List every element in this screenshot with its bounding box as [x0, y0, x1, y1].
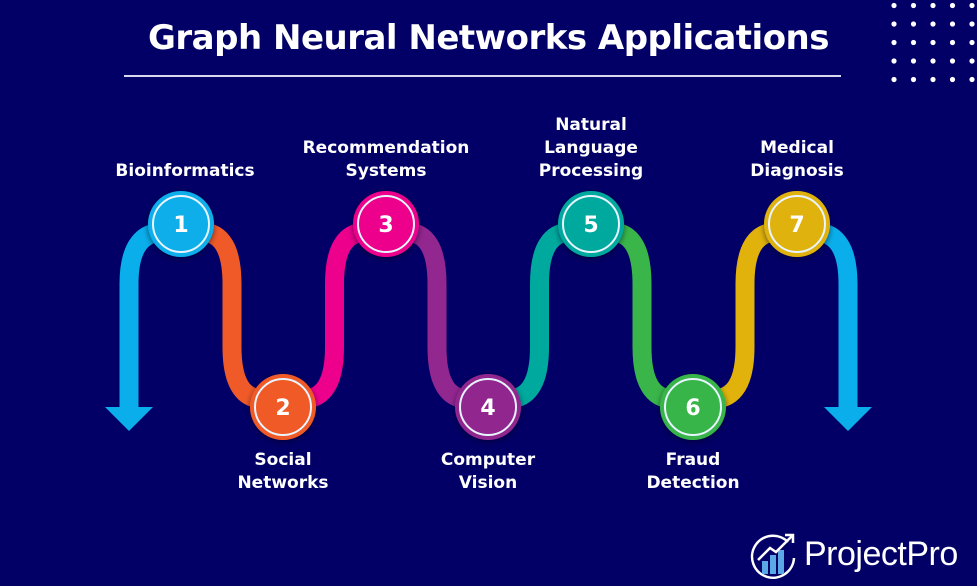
node-circle	[558, 191, 624, 257]
label-line: Bioinformatics	[115, 161, 255, 181]
title-underline	[124, 75, 841, 77]
step-nodes: 1 2 3 4 5 6 7	[148, 191, 830, 440]
dot	[910, 39, 917, 46]
end-arrow-head	[824, 407, 872, 431]
connector-4-5	[507, 222, 572, 409]
label-line: Detection	[646, 473, 740, 493]
dot	[910, 21, 917, 27]
dot	[930, 21, 936, 27]
node-ring	[562, 195, 620, 253]
dot	[910, 2, 917, 9]
dot	[930, 76, 936, 83]
dot	[969, 39, 975, 46]
dot	[969, 21, 975, 27]
connector-5-6	[610, 222, 674, 409]
label-line: Natural	[555, 115, 627, 135]
dot	[969, 76, 975, 83]
node-ring	[459, 378, 517, 436]
node-circle	[764, 191, 830, 257]
dot	[930, 58, 936, 64]
label-line: Computer	[440, 450, 536, 470]
node-ring	[357, 195, 415, 253]
step-number: 6	[685, 396, 700, 421]
dot	[949, 76, 956, 83]
node-circle	[148, 191, 214, 257]
step-number: 1	[173, 213, 188, 238]
dot	[969, 58, 975, 64]
label-line: Systems	[345, 161, 427, 181]
label-line: Social	[254, 450, 312, 470]
node-circle	[353, 191, 419, 257]
chart-growth-icon	[750, 533, 796, 579]
dot	[949, 39, 956, 46]
step-node-7: 7	[764, 191, 830, 257]
dot	[930, 2, 936, 9]
step-node-5: 5	[558, 191, 624, 257]
label-line: Diagnosis	[750, 161, 844, 181]
label-line: Processing	[538, 161, 644, 181]
connector-6-7	[712, 222, 778, 409]
step-node-3: 3	[353, 191, 419, 257]
dot	[949, 58, 956, 64]
step-node-6: 6	[660, 374, 726, 440]
step-label-1: Bioinformatics	[75, 160, 295, 183]
label-line: Vision	[458, 473, 518, 493]
connector-3-4	[405, 222, 469, 409]
label-line: Recommendation	[302, 138, 470, 158]
step-number: 3	[378, 213, 393, 238]
node-ring	[254, 378, 312, 436]
page-title: Graph Neural Networks Applications	[147, 18, 830, 58]
node-circle	[660, 374, 726, 440]
dot	[949, 2, 956, 9]
label-line: Fraud	[665, 450, 721, 470]
label-line: Medical	[760, 138, 834, 158]
dot	[891, 2, 897, 9]
dot	[910, 58, 917, 64]
step-node-1: 1	[148, 191, 214, 257]
dot	[969, 2, 975, 9]
node-ring	[768, 195, 826, 253]
end-arrow-shaft	[815, 222, 858, 410]
dot	[891, 76, 897, 83]
node-ring	[152, 195, 210, 253]
start-arrow-shaft	[119, 222, 163, 410]
start-arrow-head	[105, 407, 153, 431]
dot	[891, 39, 897, 46]
dot	[910, 76, 917, 83]
dot	[930, 39, 936, 46]
node-circle	[455, 374, 521, 440]
dot	[891, 58, 897, 64]
label-line: Networks	[237, 473, 329, 493]
connector-2-3	[302, 222, 367, 409]
step-node-2: 2	[250, 374, 316, 440]
projectpro-logo: ProjectPro	[748, 526, 958, 582]
node-ring	[664, 378, 722, 436]
step-number: 2	[275, 396, 290, 421]
dot-grid-decoration	[891, 2, 975, 83]
label-line: Language	[544, 138, 638, 158]
step-number: 7	[789, 213, 804, 238]
step-number: 5	[583, 213, 598, 238]
dot	[949, 21, 956, 27]
logo-text: ProjectPro	[804, 534, 958, 573]
node-circle	[250, 374, 316, 440]
path-segments	[105, 222, 872, 431]
step-number: 4	[480, 396, 495, 421]
connector-1-2	[200, 222, 264, 409]
dot	[891, 21, 897, 27]
step-node-4: 4	[455, 374, 521, 440]
